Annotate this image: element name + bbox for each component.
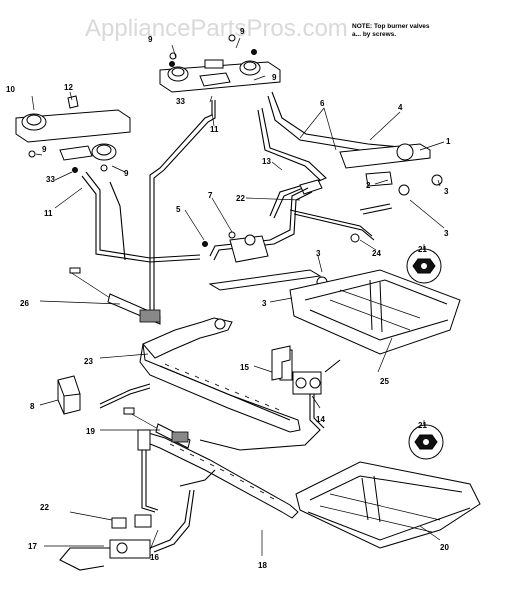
callout-14: 14 [316,415,325,424]
callout-18: 18 [258,561,267,570]
front-burner-assembly [15,95,131,173]
spark-module [57,375,81,415]
callout-3: 3 [444,187,449,196]
watermark: AppliancePartsPros.com [85,15,348,42]
nut-21-top [406,248,442,284]
callout-24: 24 [372,249,381,258]
callout-8: 8 [30,402,35,411]
igniter-26 [69,267,161,325]
callout-9: 9 [240,27,245,36]
callout-16: 16 [150,553,159,562]
gas-lines [209,187,393,261]
broil-baffle [289,269,461,355]
callout-11: 11 [44,209,53,218]
callout-6: 6 [320,99,325,108]
callout-12: 12 [64,83,73,92]
callout-25: 25 [380,377,389,386]
callout-21: 21 [418,421,427,430]
nut-21-bottom [408,424,444,460]
callout-3: 3 [316,249,321,258]
bake-burner [137,429,299,519]
rear-burner-assembly [159,34,281,93]
callout-26: 26 [20,299,29,308]
callout-9: 9 [148,35,153,44]
callout-13: 13 [262,157,271,166]
callout-19: 19 [86,427,95,436]
callout-20: 20 [440,543,449,552]
callout-22: 22 [40,503,49,512]
oven-igniter-valve [59,489,195,571]
callout-33: 33 [176,97,185,106]
callout-1: 1 [446,137,451,146]
callout-5: 5 [176,205,181,214]
manifold [299,143,443,196]
callout-22: 22 [236,194,245,203]
callout-10: 10 [6,85,15,94]
callout-9: 9 [42,145,47,154]
igniter-19 [123,407,191,449]
callout-17: 17 [28,542,37,551]
note-line-1: NOTE: Top burner valves [352,23,430,30]
note-line-2: a... by screws. [352,31,396,38]
callout-21: 21 [418,245,427,254]
callout-2: 2 [366,181,371,190]
valve-bracket [202,231,360,302]
callout-3: 3 [262,299,267,308]
callout-9: 9 [124,169,129,178]
callout-numbers: 9 9 9 33 11 10 12 9 33 9 11 6 4 1 13 2 3… [6,27,451,570]
callout-7: 7 [208,191,213,200]
burner-tubes [81,91,411,322]
callout-11: 11 [210,125,219,134]
callout-9: 9 [272,73,277,82]
callout-23: 23 [84,357,93,366]
callout-15: 15 [240,363,249,372]
bracket-15 [271,345,291,381]
bake-baffle [295,461,481,549]
callout-4: 4 [398,103,403,112]
callout-33: 33 [46,175,55,184]
broil-burner [99,317,301,433]
leader-lines [31,37,445,556]
callout-3: 3 [444,229,449,238]
